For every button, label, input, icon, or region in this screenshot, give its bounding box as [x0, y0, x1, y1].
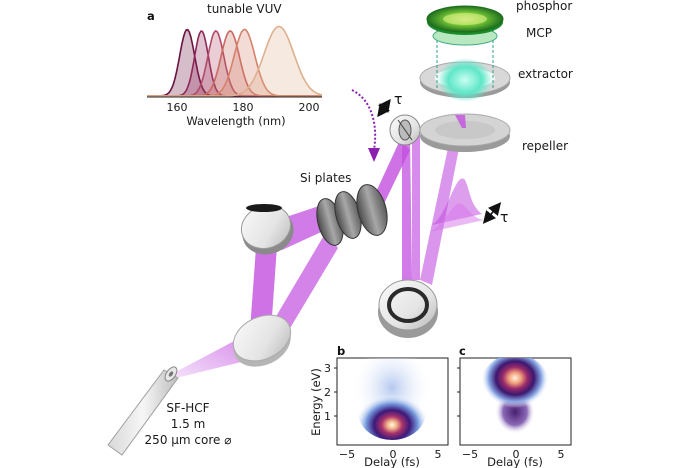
repeller-label: repeller: [522, 139, 568, 153]
panel-b-xtick-0: 0: [390, 448, 397, 461]
tick-label-180: 180: [233, 101, 254, 114]
panel-c-xlabel: Delay (fs): [487, 455, 543, 468]
tick-label-160: 160: [167, 101, 188, 114]
mirror-lower-left: [232, 314, 292, 367]
panel-b-xlabel: Delay (fs): [364, 455, 420, 468]
annular-mirror-bottom: [378, 279, 438, 338]
panel-b-ylabel: Energy (eV): [309, 368, 323, 436]
ytick-3: 3: [324, 362, 331, 375]
panel-c-xtick-neg5: −5: [462, 448, 478, 461]
delay-arrow-right: τ: [482, 202, 508, 226]
fiber-label-1: SF-HCF: [166, 401, 209, 415]
ytick-1: 1: [324, 410, 331, 423]
tau-top-label: τ: [394, 92, 402, 108]
mirror-upper-left: [240, 204, 294, 255]
mirror-top-delay: [389, 114, 421, 146]
detector-stack: [419, 5, 511, 152]
mcp-label: MCP: [526, 26, 552, 40]
panel-c-letter: c: [459, 344, 466, 358]
panel-a-letter: a: [147, 9, 155, 23]
panel-a-xlabel: Wavelength (nm): [186, 114, 285, 128]
panel-c-xtick-0: 0: [513, 448, 520, 461]
panel-b-xtick-5: 5: [435, 448, 442, 461]
beam-paths: [170, 115, 484, 378]
fiber-label-2: 1.5 m: [171, 417, 206, 431]
spectra-plot: [147, 25, 323, 97]
si-plates-label: Si plates: [300, 171, 351, 185]
panel-a: a tunable VUV 160 180 200 Wavelength (nm…: [147, 2, 323, 128]
spectrum-line-5: [147, 25, 323, 97]
panel-a-title: tunable VUV: [207, 2, 282, 16]
tau-right-label: τ: [500, 210, 508, 226]
panel-c: c −5 0 5 Delay (fs): [457, 344, 572, 468]
ytick-2: 2: [324, 386, 331, 399]
spectrum-fill-3: [147, 30, 322, 96]
spectrum-fill-4: [147, 29, 322, 96]
delay-arrow-top: τ: [377, 92, 402, 118]
hollow-core-fiber: [107, 366, 179, 456]
vuv-insertion-arrow: [351, 89, 380, 162]
spectrum-fill-5: [147, 26, 322, 96]
tick-label-200: 200: [299, 101, 320, 114]
si-plates: [316, 184, 388, 246]
panel-b: b Energy (eV) 3 2 1 −5 0 5 Delay (fs): [309, 344, 449, 468]
panel-b-xtick-neg5: −5: [339, 448, 355, 461]
extractor-label: extractor: [518, 67, 573, 81]
fiber-label-3: 250 μm core ⌀: [145, 433, 232, 447]
panel-c-xtick-5: 5: [558, 448, 565, 461]
phosphor-label: phosphor: [516, 0, 572, 13]
panel-b-letter: b: [337, 344, 345, 358]
